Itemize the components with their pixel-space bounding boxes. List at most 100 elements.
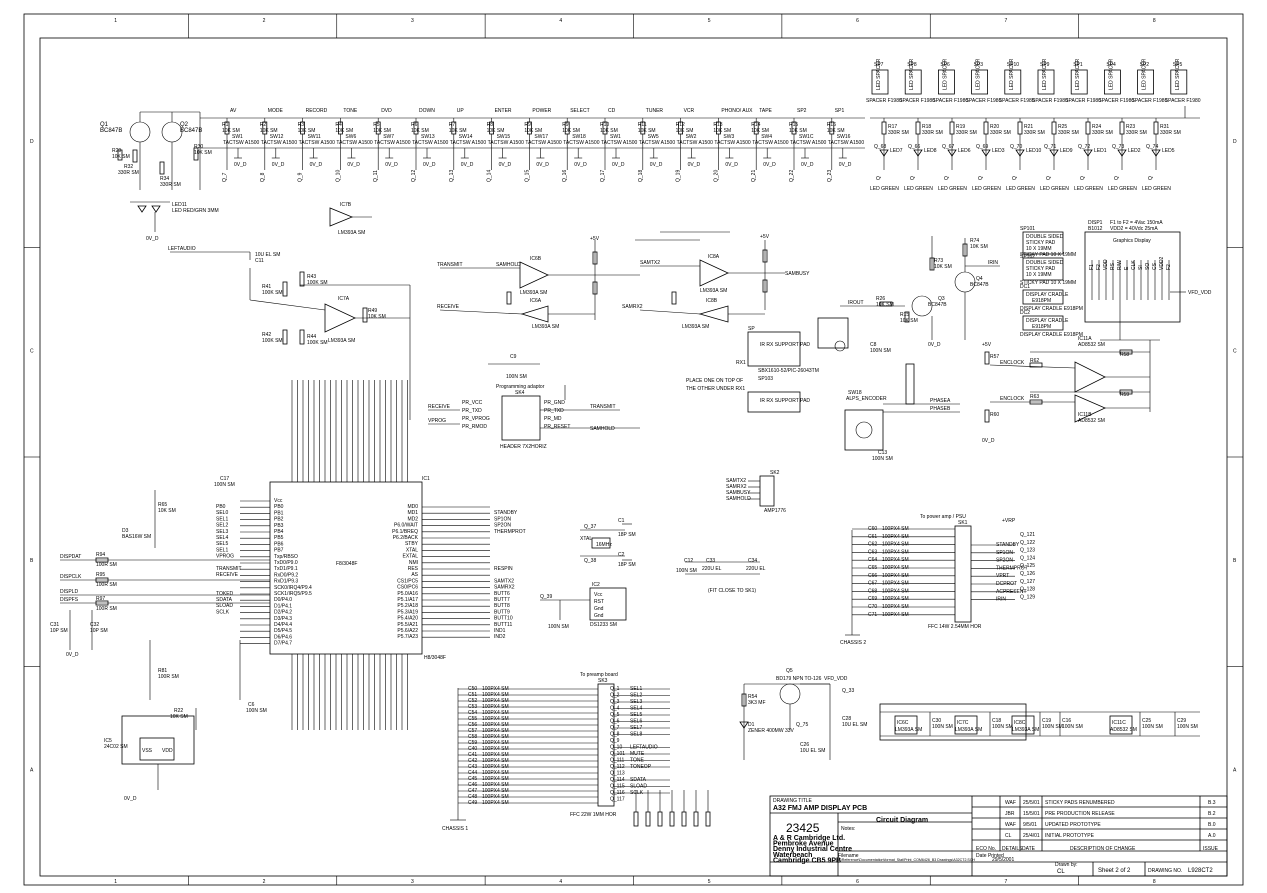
receive-net-1: RECEIVE: [437, 304, 460, 310]
revision-issue: B.2: [1208, 811, 1216, 817]
samrx2-net-1: SAMRX2: [622, 304, 643, 310]
spacer-ref: SP4: [1106, 62, 1116, 68]
mcu-right-pin: P6.1/BREQ: [392, 529, 418, 535]
led-q: Q: [910, 176, 916, 180]
mcu-left-net: SEL1: [216, 547, 228, 553]
dbl-2: DOUBLE SIDED: [1026, 260, 1064, 266]
switch-res-val: 10K SM: [789, 128, 807, 134]
switch-type: TACTSW A1500: [639, 140, 676, 146]
led-res-ref: R19: [956, 124, 965, 130]
spacer-label: LED SPACER: [909, 58, 915, 90]
switch-type: TACTSW A1500: [488, 140, 525, 146]
led-diode: [1117, 149, 1127, 157]
revision-desc: STICKY PADS RENUMBERED: [1045, 800, 1115, 806]
reset-section: IC2 DS1233 SM Vcc RST Gnd Gnd Q_39 100N …: [540, 582, 627, 630]
bottom-ic-box: [1011, 715, 1035, 735]
display-pin: SI: [1138, 265, 1144, 270]
preamp-resistor: [705, 811, 711, 827]
led-ref: LED9: [1060, 148, 1073, 154]
r41-val: 100K SM: [262, 290, 283, 296]
switch-res-ref: R1: [222, 122, 229, 128]
c39-ref: Q_39: [540, 594, 552, 600]
logo-number: 23425: [786, 821, 820, 835]
mcu-left-pin: Vcc: [274, 498, 283, 504]
switch-pin: Q_21: [751, 170, 757, 182]
encoder-section: IC11A AD8532 SM IC11B AD8532 SM ENCLOCK …: [844, 336, 1151, 462]
display-pin: F2: [1166, 264, 1172, 270]
r32-val: 330R SM: [118, 170, 139, 176]
led-ref: LED2: [1128, 148, 1141, 154]
grid-row-right: C: [1233, 348, 1237, 354]
display-section: DISP1 B1012 F1 to F2 = 4Vac 150mA VDD2 =…: [1020, 220, 1212, 341]
switch-func-label: UP: [457, 108, 465, 114]
revision-by: CL: [1005, 833, 1012, 839]
mcu-right-pin: P6.2/BACK: [393, 535, 419, 541]
bottom-ic-box: [894, 715, 918, 735]
switch-pin: Q_17: [600, 170, 606, 182]
mcu-right-net: BUTT7: [494, 597, 510, 603]
graphics-display-label: Graphics Display: [1113, 238, 1151, 244]
switch-func-label: SP1: [835, 108, 845, 114]
spacer-ref: SP6: [940, 62, 950, 68]
led-resistor: [1153, 121, 1159, 135]
switch-res-ref: R12: [676, 122, 685, 128]
grid-col-bottom: 5: [708, 879, 711, 885]
switch-ref: SW18: [572, 134, 586, 140]
spacer-part: SPACER F1980: [1165, 98, 1201, 104]
mcu-right-pin: MD2: [407, 516, 418, 522]
samhold-net-2: SAMHOLD: [590, 426, 615, 432]
led-diode: [1083, 149, 1093, 157]
r32-ref: R32: [124, 164, 133, 170]
led-pin: Q_70: [1010, 144, 1022, 150]
mcu-left-net: SDATA: [216, 597, 233, 603]
sticky-1: STICKY PAD: [1026, 240, 1056, 246]
company-line: Pembroke Avenue: [773, 841, 834, 848]
led-res-ref: R31: [1160, 124, 1169, 130]
mcu-left-pin: PB7: [274, 548, 284, 554]
led-pin: Q_73: [1112, 144, 1124, 150]
d3-val: BAS16W SM: [122, 534, 151, 540]
switch-ref: SW13: [421, 134, 435, 140]
prog-right-net: PR_MD: [544, 416, 562, 422]
led-resistor: [983, 121, 989, 135]
ic6b-ref: IC6B: [530, 256, 542, 262]
spacer-box: [1037, 69, 1055, 95]
drawing-no-label: DRAWING NO.: [1148, 868, 1182, 874]
switch-ref: SW2: [686, 134, 697, 140]
drawing-title-label: DRAWING TITLE: [773, 798, 813, 804]
led-diode: [913, 149, 923, 157]
spacer-box: [904, 69, 922, 95]
c26-val: 10U EL SM: [800, 748, 825, 754]
grid-row-left: C: [30, 348, 34, 354]
switch-ref: SW6: [345, 134, 356, 140]
preamp-q: Q_113: [610, 771, 625, 777]
grid-col-bottom: 1: [114, 879, 117, 885]
psu-q: Q_127: [1020, 579, 1035, 585]
mcu-right-net: SAMRX2: [494, 585, 515, 591]
r26-val: 10K SM: [876, 302, 894, 308]
revision-desc: INITIAL PROTOTYPE: [1045, 833, 1095, 839]
mcu-left-net: SEL4: [216, 535, 228, 541]
r30-val: 10K SM: [194, 150, 212, 156]
spacer-box: [871, 69, 889, 95]
ic2-ref: IC2: [592, 582, 600, 588]
c7-ref: 10U EL SM: [255, 252, 280, 258]
switch-res-val: 10K SM: [638, 128, 656, 134]
mcu-right-net: BUTT10: [494, 616, 513, 622]
grid-col-top: 2: [263, 18, 266, 24]
led-res-ref: R21: [1024, 124, 1033, 130]
mcu-right-pin: P5.7/A23: [397, 634, 418, 640]
ir-pad-title-2: IR RX SUPPORT PAD: [760, 398, 810, 404]
cradle-part2-2: DISPLAY CRADLE E918PM: [1020, 332, 1083, 338]
drawing-title: A32 FMJ AMP DISPLAY PCB: [773, 805, 867, 812]
ic8a-part: LM393A SM: [700, 288, 727, 294]
switch-ref: SW3: [723, 134, 734, 140]
spacer-label: LED SPACER: [1142, 58, 1148, 90]
led-res-val: 330R SM: [922, 130, 943, 136]
spacer-part: SPACER F1980: [1098, 98, 1134, 104]
led-resistor: [1119, 121, 1125, 135]
ic7a-part: LM393A SM: [328, 338, 355, 344]
